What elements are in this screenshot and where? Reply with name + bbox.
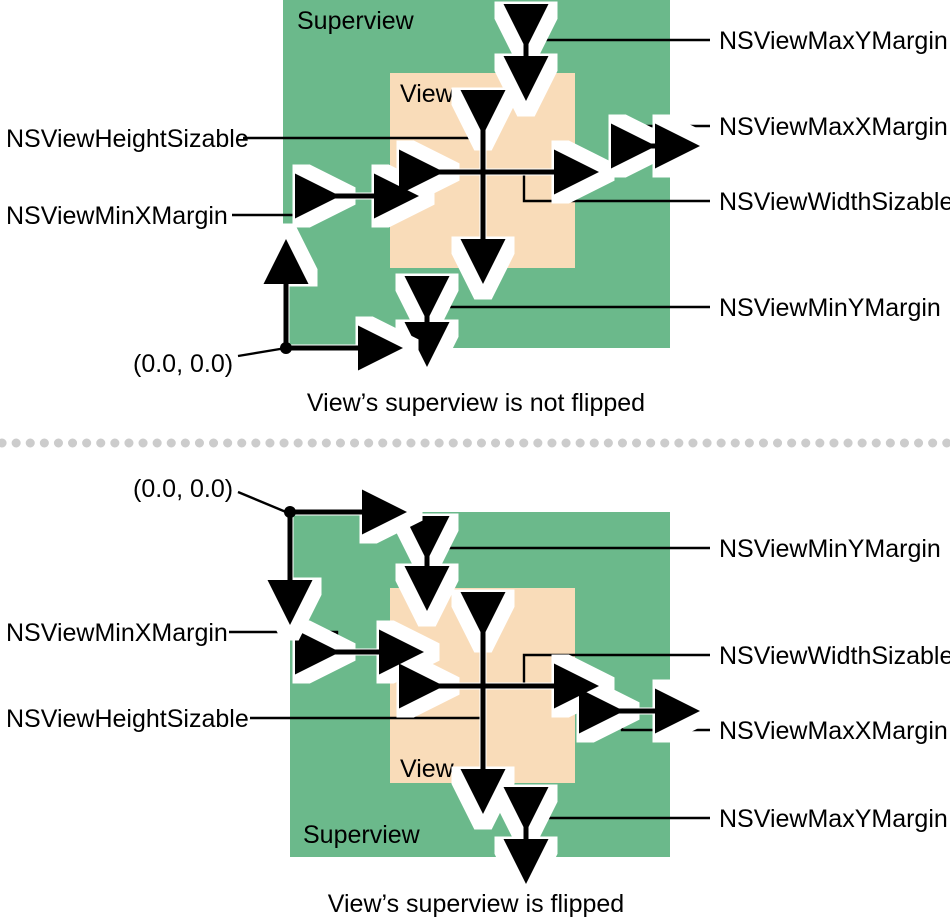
- upper-arrows: [294, 3, 700, 367]
- leader-lower-origin: [237, 490, 287, 514]
- upper-diagram: Superview View: [6, 0, 950, 417]
- lower-label-width-sizable: NSViewWidthSizable: [719, 642, 950, 670]
- lower-label-max-y-margin: NSViewMaxYMargin: [719, 805, 948, 833]
- lower-view-label: View: [400, 755, 455, 783]
- lower-origin-label: (0.0, 0.0): [133, 475, 233, 503]
- upper-label-max-y-margin: NSViewMaxYMargin: [719, 27, 948, 55]
- lower-label-min-y-margin: NSViewMinYMargin: [719, 535, 941, 563]
- lower-label-height-sizable: NSViewHeightSizable: [6, 705, 249, 733]
- leader-upper-origin: [237, 346, 287, 358]
- lower-arrows: [294, 515, 700, 884]
- lower-origin-dot: [284, 506, 296, 518]
- lower-origin-axes-ink: [267, 489, 407, 625]
- upper-label-min-y-margin: NSViewMinYMargin: [719, 294, 941, 322]
- lower-caption: View’s superview is flipped: [328, 890, 624, 918]
- lower-label-min-x-margin: NSViewMinXMargin: [6, 619, 228, 647]
- lower-diagram: View Superview: [6, 475, 950, 918]
- lower-superview-label: Superview: [303, 821, 421, 849]
- upper-label-width-sizable: NSViewWidthSizable: [719, 188, 950, 216]
- upper-view-label: View: [400, 80, 455, 108]
- upper-superview-label: Superview: [297, 7, 415, 35]
- upper-caption: View’s superview is not flipped: [307, 389, 645, 417]
- upper-label-min-x-margin: NSViewMinXMargin: [6, 202, 228, 230]
- upper-origin-label: (0.0, 0.0): [133, 350, 233, 378]
- upper-origin-dot: [280, 342, 292, 354]
- upper-label-max-x-margin: NSViewMaxXMargin: [719, 113, 948, 141]
- upper-origin-axes-ink: [263, 239, 403, 371]
- upper-label-height-sizable: NSViewHeightSizable: [6, 125, 249, 153]
- lower-label-max-x-margin: NSViewMaxXMargin: [719, 717, 948, 745]
